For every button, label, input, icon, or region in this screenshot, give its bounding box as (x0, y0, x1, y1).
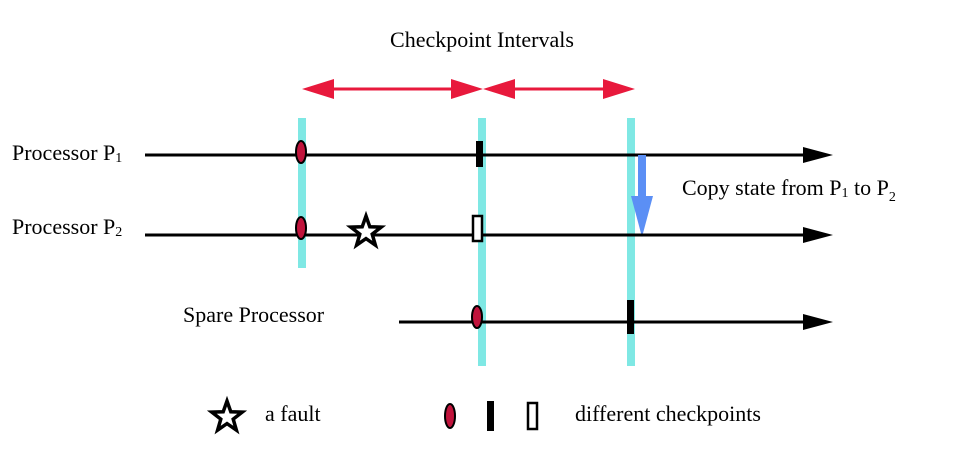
spare-checkpoint-solid (627, 300, 634, 334)
legend-checkpoints-label: different checkpoints (575, 401, 761, 426)
legend-solid-bar-icon (487, 401, 494, 431)
p2-checkpoint-oval (295, 216, 307, 240)
interval-arrow-1 (302, 79, 483, 99)
legend-fault-label: a fault (265, 401, 321, 426)
spare-checkpoint-oval (471, 305, 483, 329)
processor-p1-label: Processor P1 (12, 140, 122, 166)
legend: a fault different checkpoints (206, 395, 761, 435)
fault-star-icon (345, 210, 387, 250)
spare-processor-timeline (399, 314, 833, 330)
checkpoint-line-3 (627, 118, 635, 366)
interval-arrow-2 (483, 79, 635, 99)
copy-state-arrow (631, 155, 653, 237)
processor-p1-timeline (145, 147, 833, 163)
p1-checkpoint-solid (476, 141, 483, 167)
diagram-title: Checkpoint Intervals (390, 27, 574, 52)
p1-checkpoint-oval (295, 140, 307, 164)
processor-p2-timeline (145, 227, 833, 243)
copy-state-note: Copy state from P1 to P2 (682, 175, 896, 205)
spare-processor-label: Spare Processor (183, 302, 325, 327)
processor-p2-label: Processor P2 (12, 214, 122, 240)
p2-checkpoint-hollow (471, 214, 484, 243)
legend-hollow-bar-icon (526, 401, 539, 431)
legend-oval-icon (444, 403, 456, 429)
legend-star-icon (206, 395, 248, 435)
checkpoint-line-1 (298, 118, 306, 268)
